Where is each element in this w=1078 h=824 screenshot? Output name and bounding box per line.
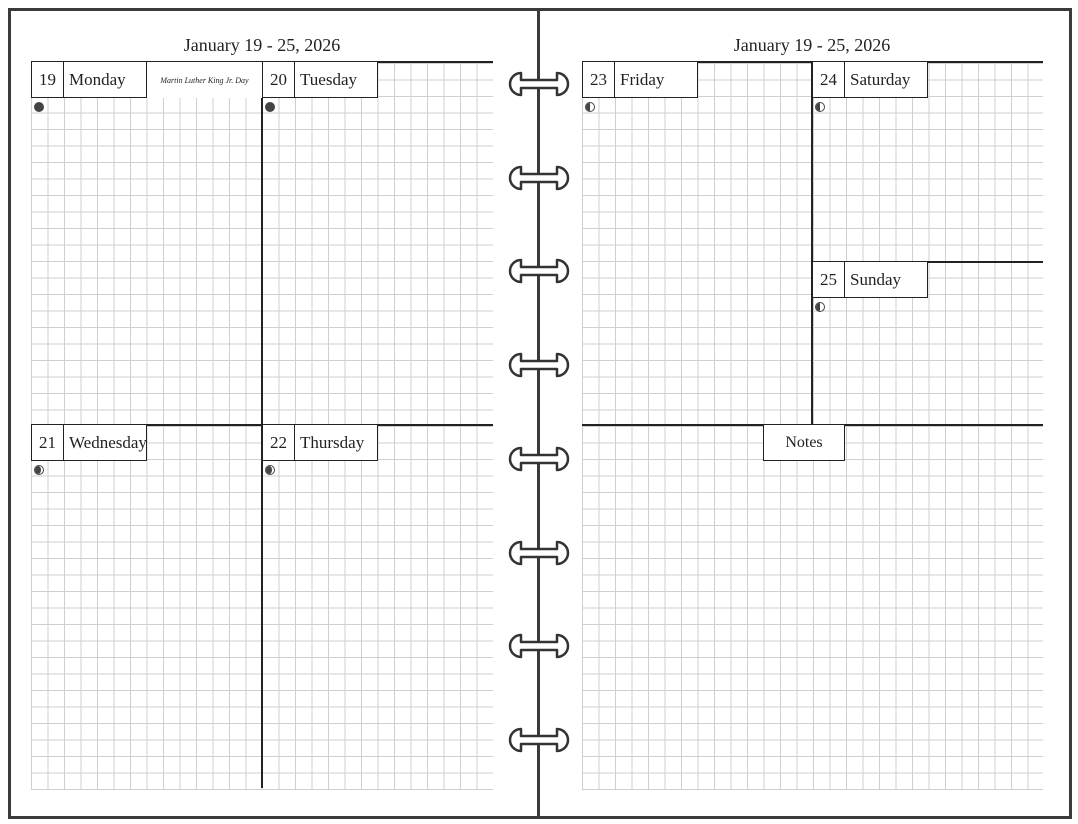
day-header-monday: 19 Monday: [31, 62, 147, 98]
planner-frame: [8, 8, 1072, 819]
first-quarter-moon-icon: [815, 302, 825, 312]
binder-ring-icon: [505, 256, 573, 286]
first-quarter-moon-icon: [815, 102, 825, 112]
first-quarter-moon-icon: [585, 102, 595, 112]
day-number: 22: [262, 425, 295, 461]
waxing-crescent-icon: [34, 465, 44, 475]
binder-ring-icon: [505, 631, 573, 661]
day-name: Sunday: [845, 262, 928, 298]
right-page-divider-vertical: [811, 62, 813, 425]
day-name: Tuesday: [295, 62, 378, 98]
day-name: Saturday: [845, 62, 928, 98]
waxing-crescent-icon: [265, 465, 275, 475]
holiday-label: Martin Luther King Jr. Day: [147, 62, 262, 98]
binder-ring-icon: [505, 538, 573, 568]
day-number: 25: [812, 262, 845, 298]
day-name: Wednesday: [64, 425, 147, 461]
notes-label: Notes: [763, 425, 845, 461]
binder-spine: [537, 8, 540, 819]
day-number: 20: [262, 62, 295, 98]
day-number: 23: [582, 62, 615, 98]
left-page-title: January 19 - 25, 2026: [183, 35, 341, 55]
new-moon-icon: [34, 102, 44, 112]
day-number: 24: [812, 62, 845, 98]
new-moon-icon: [265, 102, 275, 112]
day-name: Monday: [64, 62, 147, 98]
day-header-tuesday: 20 Tuesday: [262, 62, 378, 98]
day-header-thursday: 22 Thursday: [262, 425, 378, 461]
day-header-friday: 23 Friday: [582, 62, 698, 98]
binder-ring-icon: [505, 350, 573, 380]
binder-ring-icon: [505, 444, 573, 474]
binder-ring-icon: [505, 163, 573, 193]
day-number: 19: [31, 62, 64, 98]
day-name: Friday: [615, 62, 698, 98]
day-header-saturday: 24 Saturday: [812, 62, 928, 98]
day-name: Thursday: [295, 425, 378, 461]
binder-ring-icon: [505, 69, 573, 99]
day-header-sunday: 25 Sunday: [812, 262, 928, 298]
binder-ring-icon: [505, 725, 573, 755]
day-number: 21: [31, 425, 64, 461]
day-header-wednesday: 21 Wednesday: [31, 425, 147, 461]
right-page-title: January 19 - 25, 2026: [733, 35, 891, 55]
